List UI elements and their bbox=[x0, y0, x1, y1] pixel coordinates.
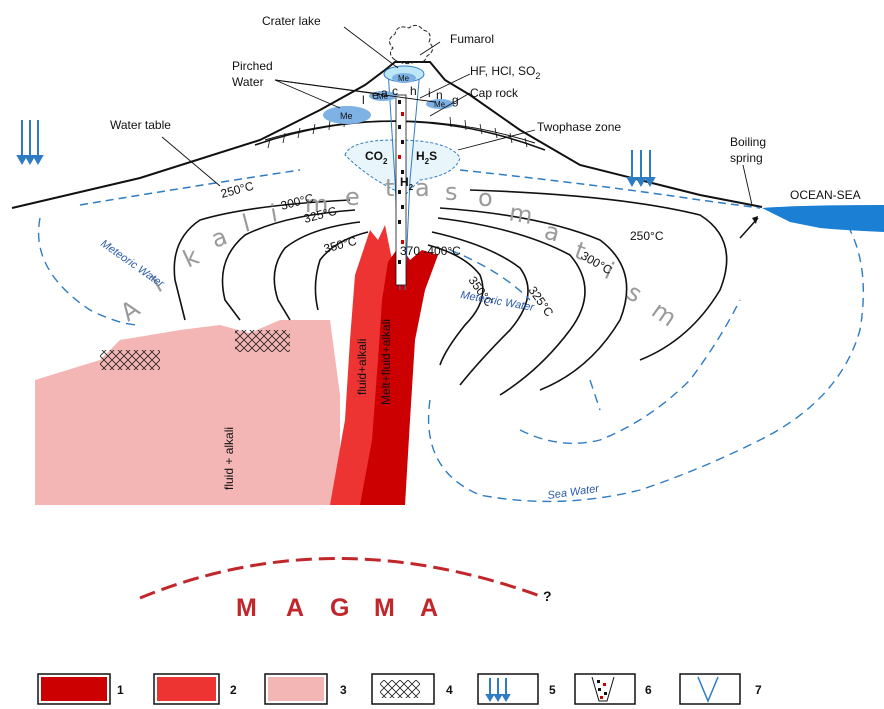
arc-letter-0: l bbox=[362, 93, 365, 107]
meta-letter-9: a bbox=[415, 174, 430, 202]
meta-letter-17: m bbox=[647, 296, 682, 332]
meteoric-water-right-label: Meteoric Water bbox=[459, 289, 536, 314]
boiling-spring-label-2: spring bbox=[730, 151, 763, 165]
temp-350-left: 350°C bbox=[322, 234, 358, 256]
magma-letter-1: A bbox=[286, 594, 304, 622]
legend-fill-2 bbox=[157, 677, 216, 701]
legend-num-7: 7 bbox=[755, 683, 762, 697]
cap-rock-label: Cap rock bbox=[470, 86, 519, 100]
crosshatch-patch-right bbox=[235, 330, 290, 352]
pirched-water-label-2: Water bbox=[232, 75, 264, 89]
me-label-right: Me bbox=[434, 100, 446, 109]
legend-num-1: 1 bbox=[117, 683, 124, 697]
recharge-arrows-left bbox=[18, 120, 42, 163]
h2s-text: H bbox=[416, 149, 425, 163]
co2-text: CO bbox=[365, 149, 383, 163]
legend-num-6: 6 bbox=[645, 683, 652, 697]
water-table-label: Water table bbox=[110, 118, 171, 132]
h2-text: H bbox=[400, 175, 409, 189]
h2s-tail: S bbox=[429, 149, 437, 163]
magma-letter-4: A bbox=[420, 594, 438, 622]
temp-250-right: 250°C bbox=[630, 229, 664, 243]
pirched-water-label-1: Pirched bbox=[232, 59, 273, 73]
me-label-crater: Me bbox=[398, 74, 410, 83]
legend-box-5 bbox=[478, 674, 538, 704]
meta-letter-4: l bbox=[239, 209, 253, 238]
legend: 1 2 3 4 5 6 7 bbox=[38, 674, 762, 704]
meteoric-water-left-label: Meteoric Water bbox=[98, 238, 167, 291]
recharge-arrows-right bbox=[628, 150, 654, 185]
gases-text: HF, HCl, SO bbox=[470, 64, 535, 78]
arc-letter-3: c bbox=[392, 84, 398, 98]
legend-fill-1 bbox=[41, 677, 107, 701]
twophase-zone-label: Twophase zone bbox=[537, 120, 621, 134]
me-label-mid: Me bbox=[377, 92, 389, 101]
gases-sub: 2 bbox=[535, 71, 540, 81]
legend-fill-3 bbox=[268, 677, 324, 701]
pink-alteration-body bbox=[35, 320, 340, 505]
legend-arrows-icon bbox=[487, 678, 509, 700]
arc-letter-5: i bbox=[428, 86, 431, 100]
temp-300-right: 300°C bbox=[579, 248, 615, 277]
meta-letter-12: m bbox=[507, 198, 535, 230]
crater-lake-label: Crater lake bbox=[262, 14, 321, 28]
fluid-alkali-left-label: fluid + alkali bbox=[222, 427, 236, 490]
co2-sub: 2 bbox=[383, 157, 388, 166]
legend-num-4: 4 bbox=[446, 683, 453, 697]
h2-sub: 2 bbox=[409, 183, 414, 192]
meta-letter-2: k bbox=[179, 242, 204, 273]
fluid-alkali-dyke-label: fluid+alkali bbox=[355, 339, 369, 395]
magma-arc bbox=[140, 558, 540, 598]
meta-letter-13: a bbox=[541, 217, 562, 248]
boiling-spring-arrow bbox=[740, 216, 758, 238]
magma-question: ? bbox=[543, 588, 552, 604]
fumarol-label: Fumarol bbox=[450, 32, 494, 46]
ocean-sea-label: OCEAN-SEA bbox=[790, 188, 861, 202]
me-label-left: Me bbox=[340, 111, 353, 121]
legend-box-7 bbox=[680, 674, 740, 704]
boiling-spring-label-1: Boiling bbox=[730, 135, 766, 149]
melt-fluid-alkali-label: Melt+fluid+alkali bbox=[379, 319, 393, 405]
meta-letter-11: o bbox=[478, 184, 493, 212]
meta-letter-7: e bbox=[345, 183, 360, 211]
arc-letter-4: h bbox=[410, 84, 417, 98]
meta-letter-5: i bbox=[268, 199, 279, 228]
meta-letter-10: s bbox=[445, 178, 458, 206]
meta-letter-3: a bbox=[207, 222, 230, 253]
legend-num-3: 3 bbox=[340, 683, 347, 697]
crosshatch-patch-left bbox=[100, 350, 160, 370]
legend-box-6 bbox=[575, 674, 635, 704]
meta-letter-8: t bbox=[385, 174, 394, 202]
magma-letter-2: G bbox=[330, 594, 349, 622]
magma-letter-3: M bbox=[374, 594, 395, 622]
legend-num-5: 5 bbox=[549, 683, 556, 697]
ocean-sea-water bbox=[762, 205, 884, 232]
legend-num-2: 2 bbox=[230, 683, 237, 697]
magma-letter-0: M bbox=[236, 594, 257, 622]
temp-370-400: 370 -400°C bbox=[400, 244, 461, 258]
legend-crosshatch bbox=[380, 680, 420, 698]
gases-label: HF, HCl, SO2 bbox=[470, 64, 540, 81]
arc-letter-7: g bbox=[452, 93, 459, 107]
fumarol-plume bbox=[389, 25, 432, 63]
